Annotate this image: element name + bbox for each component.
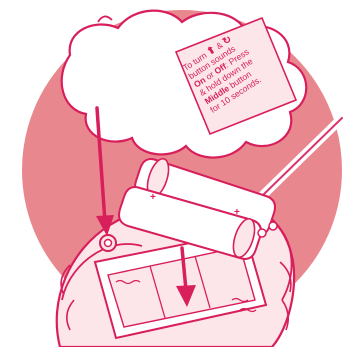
screw-hole [100,235,116,251]
battery-plus-mark-left: + [150,192,156,203]
battery-plus-mark-right: + [234,207,240,218]
